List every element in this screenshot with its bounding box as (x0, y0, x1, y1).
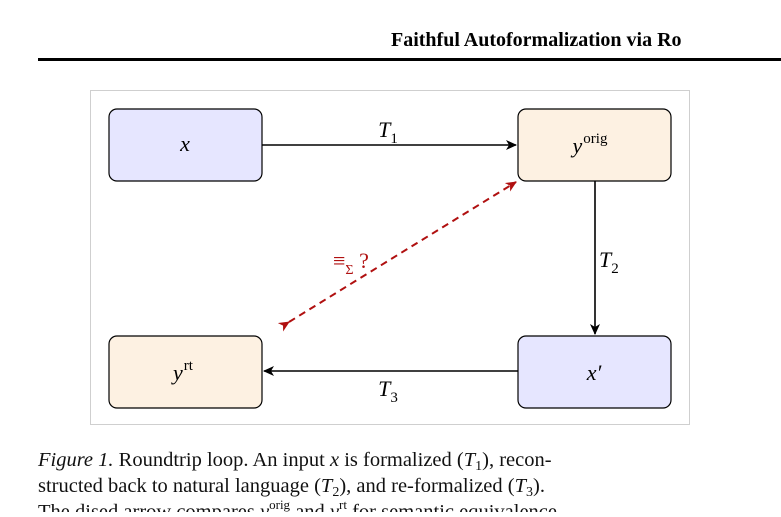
node-y-rt (108, 335, 263, 409)
header-rule (38, 58, 781, 61)
node-x-prime-label: x′ (586, 360, 603, 385)
edge-t2-label: T2 (599, 247, 619, 277)
figure-frame (90, 90, 690, 425)
node-x-prime (517, 335, 672, 409)
edge-equiv-dashed (277, 181, 517, 332)
node-y-orig-label: yorig (571, 131, 608, 158)
node-x-label: x (179, 131, 190, 156)
edge-t3-label: T3 (378, 376, 398, 406)
figure-label: Figure 1. (38, 449, 114, 471)
caption-line-3-clipped: The dised arrow compares yorig and yrt f… (38, 499, 558, 512)
caption-line-1: Figure 1. Roundtrip loop. An input x is … (38, 449, 552, 474)
node-y-rt-label: yrt (171, 358, 194, 385)
caption-line-2: structed back to natural language (T2), … (38, 475, 545, 500)
figure-caption: Figure 1. Roundtrip loop. An input x is … (38, 447, 781, 512)
running-head: Faithful Autoformalization via Ro (391, 29, 682, 51)
edge-equiv-label: ≡Σ ? (333, 248, 369, 278)
edge-t1-label: T1 (378, 117, 398, 147)
